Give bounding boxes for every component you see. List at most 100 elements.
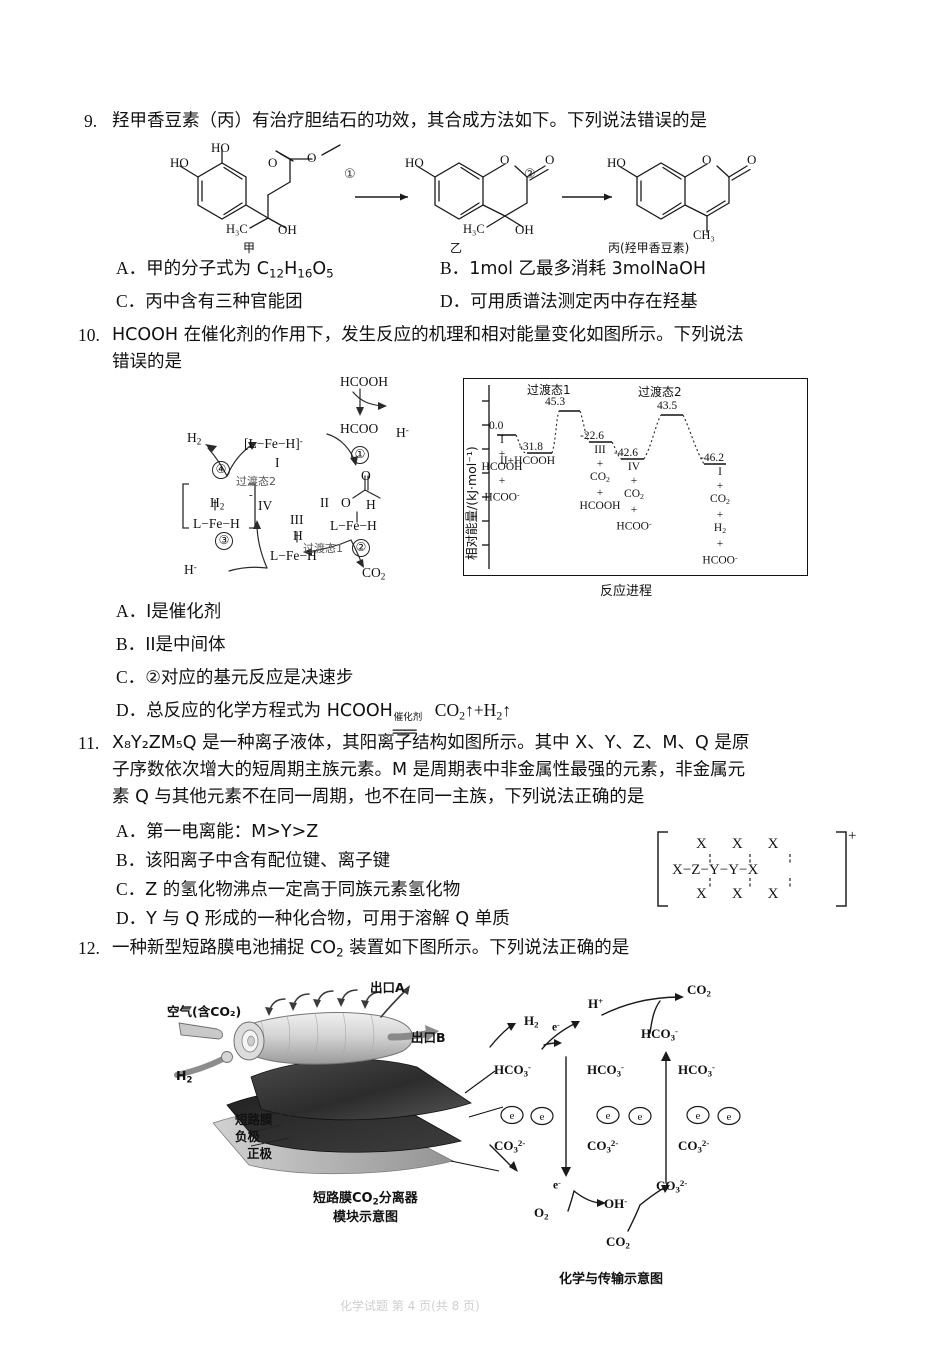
q11-charge-label: + [848, 828, 857, 844]
q11-option-b-text: 该阳离子中含有配位键、离子键 [145, 851, 391, 871]
q9-compound1-name: 甲 [243, 241, 256, 255]
q12-transport-caption: 化学与传输示意图 [559, 1272, 664, 1287]
q10-species-I: [L−Fe−H]- [244, 436, 303, 452]
q10-option-c-text: ②对应的基元反应是决速步 [145, 668, 354, 688]
q10-roman-II: II [320, 495, 329, 510]
q12-co3-arrow-label: CO32- [656, 1178, 688, 1195]
q12-h-plus-transport: H+ [588, 996, 604, 1011]
q12-positive-electrode-label: 正极 [247, 1146, 273, 1161]
q12-outlet-b-label: 出口B [411, 1030, 446, 1045]
q10-option-a[interactable]: A．I是催化剂 [116, 598, 221, 626]
q12-o2-label: O2 [534, 1205, 549, 1222]
q10-h2-IV: H2 [210, 495, 225, 512]
q10-species-1: II+HCOOH [500, 455, 556, 467]
q9-number: 9. [84, 111, 98, 131]
q11-top-row: XXX [696, 836, 804, 852]
q11-option-b-key: B． [116, 850, 146, 870]
q10-option-b-text: II是中间体 [145, 635, 226, 655]
q9-c2-ho: HO [405, 155, 424, 170]
q9-c1-oh: OH [278, 222, 297, 237]
q10-co2: CO2 [362, 565, 386, 582]
q9-c2-h3c: H₃C [463, 222, 485, 236]
q11-option-b[interactable]: B．该阳离子中含有配位键、离子键 [116, 847, 390, 875]
q11-option-d-key: D． [116, 908, 147, 928]
q10-option-d-text: 总反应的化学方程式为 HCOOH [146, 701, 393, 721]
q10-ts1-label: 过渡态1 [303, 542, 343, 555]
q9-option-b[interactable]: B．1mol 乙最多消耗 3molNaOH [440, 255, 706, 283]
q10-step-3: ③ [215, 532, 233, 550]
q9-c3-ring-o: O [702, 152, 712, 167]
q12-h2-label: H2 [176, 1068, 193, 1086]
q9-c3-ho: HO [607, 155, 626, 170]
q11-option-d-text: Y 与 Q 形成的一种化合物，可用于溶解 Q 单质 [146, 909, 510, 929]
q10-species-3: III+CO2+HCOOH [579, 444, 621, 513]
q9-c3-ch3: CH₃ [693, 228, 715, 242]
q11-option-d[interactable]: D．Y 与 Q 形成的一种化合物，可用于溶解 Q 单质 [116, 905, 510, 933]
q12-air-label: 空气(含CO₂) [167, 1004, 242, 1019]
q9-c2-carbonyl-o: O [545, 152, 555, 167]
q9-c1-ho-top: HO [211, 140, 230, 155]
q12-h2-transport: H2 [524, 1013, 539, 1030]
q9-option-d-key: D． [440, 291, 471, 311]
q10-energy-diagram [463, 378, 808, 576]
q9-option-c[interactable]: C．丙中含有三种官能团 [116, 288, 303, 316]
q10-species-6: I+CO2+H2+HCOO- [702, 466, 738, 567]
q9-option-d-text: 可用质谱法测定丙中存在羟基 [470, 292, 698, 312]
q9-c2-ring-o: O [500, 152, 510, 167]
q10-option-b[interactable]: B．II是中间体 [116, 631, 226, 659]
q12-transport-schematic: e e e e e e [489, 975, 820, 1265]
q10-h-formate: H [366, 497, 376, 512]
page-footer: 化学试题 第 4 页(共 8 页) [340, 1299, 480, 1313]
svg-text:e: e [727, 1111, 732, 1123]
q10-h-plus-bottom: H- [184, 562, 197, 578]
q10-step-4: ④ [212, 461, 230, 479]
energy-profile-svg [482, 385, 726, 569]
q10-option-c-key: C． [116, 667, 146, 687]
q9-option-a[interactable]: A．甲的分子式为 C12H16O5 [116, 255, 334, 287]
q9-c3-carbonyl-o: O [747, 152, 757, 167]
q10-option-c[interactable]: C．②对应的基元反应是决速步 [116, 664, 353, 692]
q11-option-c[interactable]: C．Z 的氢化物沸点一定高于同族元素氢化物 [116, 876, 460, 904]
q12-negative-electrode-label: 负极 [235, 1129, 261, 1144]
q9-option-a-text: 甲的分子式为 C12H16O5 [146, 259, 334, 281]
q9-c1-ho-left: HO [170, 155, 189, 170]
q11-stem-line2: 子序数依次增大的短周期主族元素。M 是周期表中非金属性最强的元素，非金属元 [112, 760, 746, 780]
q9-reaction-scheme [150, 135, 751, 245]
q10-h-III: H [293, 528, 303, 543]
q12-co2-bottom: CO2 [606, 1234, 630, 1251]
q10-option-d-key: D． [116, 700, 147, 720]
q10-hcooh-top: HCOOH [340, 374, 389, 389]
q10-value-1: -31.8 [519, 441, 543, 453]
q11-option-a-text: 第一电离能：M>Y>Z [146, 822, 319, 842]
q12-device-caption-line2: 模块示意图 [333, 1210, 399, 1225]
q10-value-2: 45.3 [545, 396, 566, 408]
q9-compound2-name: 乙 [450, 241, 463, 255]
q10-y-axis-label: 相对能量/(kJ·mol⁻¹) [464, 446, 479, 560]
q10-x-axis-label: 反应进程 [600, 584, 653, 599]
q10-stem-line1: HCOOH 在催化剂的作用下，发生反应的机理和相对能量变化如图所示。下列说法 [112, 325, 744, 345]
q9-c1-h3c: H₃C [226, 222, 248, 236]
q9-step1-label: ① [344, 167, 356, 182]
q11-option-a[interactable]: A．第一电离能：M>Y>Z [116, 818, 318, 846]
q12-co2-top: CO2 [687, 982, 711, 999]
q12-e-minus-bottom: e- [553, 1178, 561, 1192]
q12-number: 12. [78, 938, 100, 958]
q12-device-illustration [165, 975, 504, 1205]
svg-text:e: e [696, 1110, 701, 1122]
q10-roman-IV: IV [258, 498, 273, 513]
q9-c1-carbonyl-o: O [268, 155, 278, 170]
q10-stem-line2: 错误的是 [112, 352, 182, 372]
q10-o-ester: O [341, 495, 351, 510]
q12-hco3-arrow-label: HCO3- [641, 1026, 678, 1043]
q11-middle-row: X−Z−Y−Y−X [672, 862, 759, 878]
q10-value-6: -46.2 [700, 452, 724, 464]
q10-species-4: IV+CO2+HCOO- [616, 461, 652, 533]
q12-device-caption-line1: 短路膜CO2分离器 [313, 1191, 418, 1208]
q9-option-d[interactable]: D．可用质谱法测定丙中存在羟基 [440, 288, 698, 316]
q10-h-plus: H- [396, 425, 409, 441]
q10-o-carbonyl: O [361, 468, 371, 483]
svg-text:e: e [540, 1111, 545, 1123]
q12-oh-minus-label: OH- [604, 1196, 628, 1211]
